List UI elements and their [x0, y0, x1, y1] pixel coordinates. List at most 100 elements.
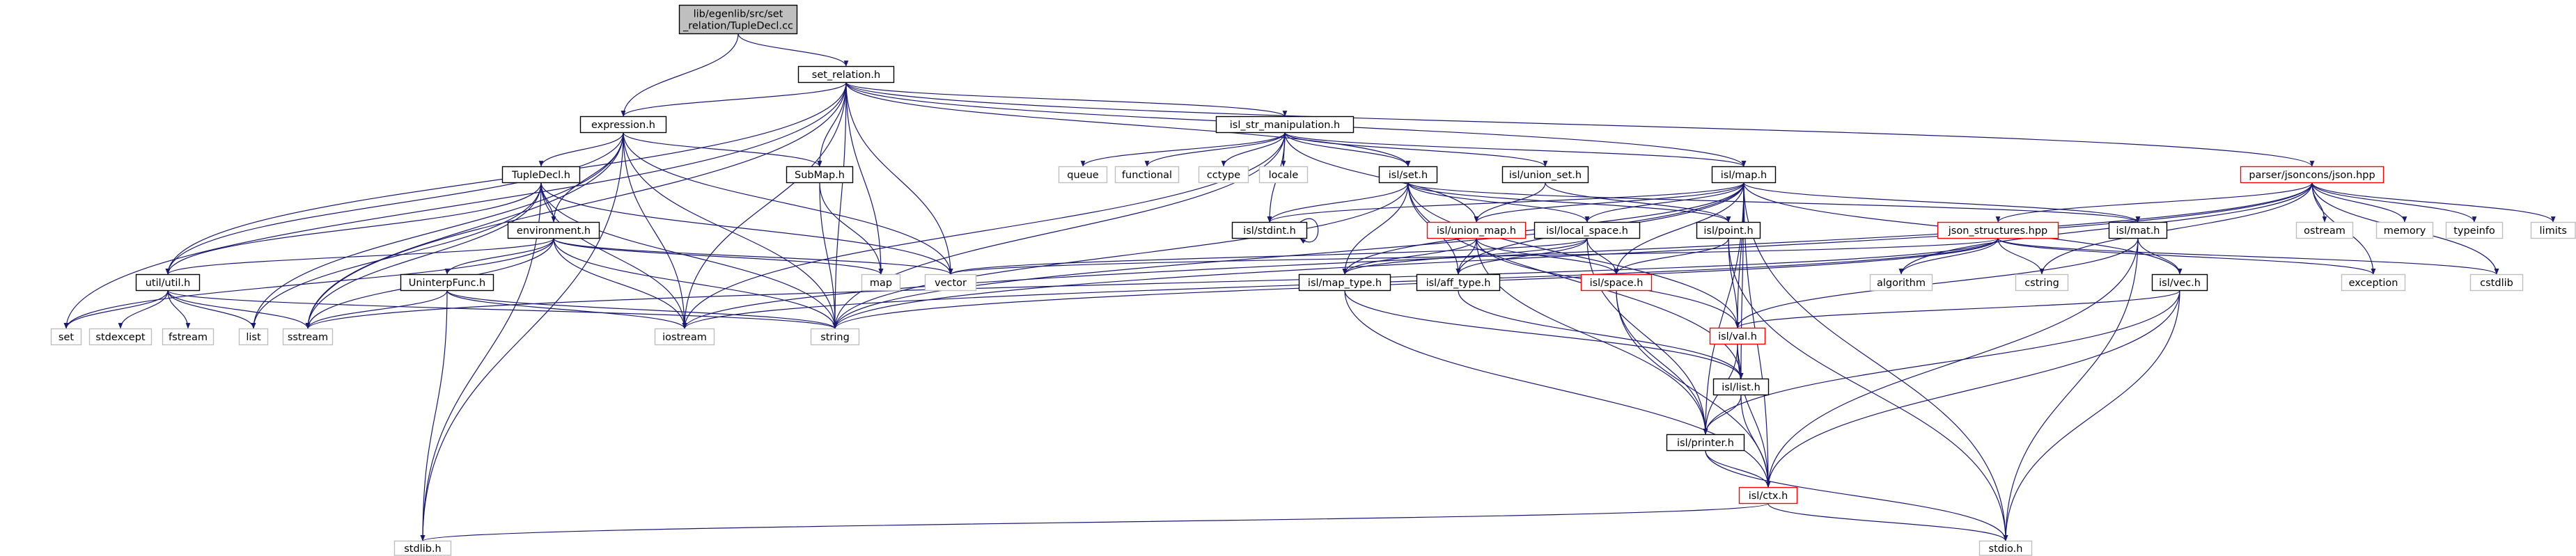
node-iostream[interactable]: iostream	[654, 328, 715, 346]
node-label: isl/printer.h	[1677, 438, 1734, 449]
edge-set-relation-h-to-isl-str-manipulation-h	[845, 81, 1288, 118]
edge-isl-list-h-to-isl-printer-h	[1703, 395, 1742, 435]
edge-isl-mat-h-to-isl-vec-h	[2137, 238, 2183, 275]
edge-isl-vec-h-to-isl-val-h	[1735, 289, 2180, 329]
node-label: isl/map_type.h	[1308, 278, 1382, 289]
edge-parser-json-hpp-to-algorithm	[1898, 182, 2313, 275]
node-stdexcept[interactable]: stdexcept	[88, 328, 153, 346]
node-box	[1666, 434, 1745, 452]
edge-isl-stdint-h-to-isl-stdint-h	[1299, 218, 1319, 244]
node-fstream[interactable]: fstream	[162, 328, 214, 346]
node-string[interactable]: string	[810, 328, 860, 346]
node-expression-h[interactable]: expression.h	[579, 116, 667, 134]
node-box	[88, 328, 153, 346]
node-cstdlib[interactable]: cstdlib	[2469, 273, 2524, 292]
node-box	[1114, 166, 1180, 184]
node-tupledecl-h[interactable]: TupleDecl.h	[501, 166, 581, 184]
edge-parser-json-hpp-to-limits	[2311, 182, 2556, 223]
edge-json-structures-hpp-to-sstream	[305, 238, 1999, 329]
node-json-structures-hpp[interactable]: json_structures.hpp	[1937, 221, 2059, 239]
node-isl-map-h[interactable]: isl/map.h	[1711, 166, 1777, 184]
node-isl-union-map-h[interactable]: isl/union_map.h	[1426, 221, 1527, 239]
node-box	[797, 65, 895, 84]
node-box	[1711, 166, 1777, 184]
edge-tupledecl-h-to-string	[540, 182, 838, 329]
node-box	[1709, 327, 1766, 345]
edge-json-structures-hpp-to-vector	[949, 237, 1999, 276]
node-limits[interactable]: limits	[2530, 221, 2576, 239]
node-queue[interactable]: queue	[1058, 166, 1108, 184]
node-ostream[interactable]: ostream	[2295, 221, 2354, 239]
node-isl-set-h[interactable]: isl/set.h	[1378, 166, 1438, 184]
node-label: json_structures.hpp	[1948, 225, 2047, 237]
node-isl-point-h[interactable]: isl/point.h	[1696, 221, 1761, 239]
node-isl-space-h[interactable]: isl/space.h	[1580, 273, 1653, 292]
node-sstream[interactable]: sstream	[282, 328, 334, 346]
edge-isl-map-h-to-isl-mat-h	[1743, 182, 2141, 223]
node-box	[1696, 221, 1761, 239]
edge-uninterpfunc-h-to-string	[446, 289, 838, 330]
edge-environment-h-to-string	[553, 238, 838, 329]
node-util-util-h[interactable]: util/util.h	[135, 273, 201, 292]
node-label: isl/point.h	[1703, 225, 1753, 237]
node-box	[50, 328, 82, 346]
node-cstring[interactable]: cstring	[2015, 273, 2069, 292]
edge-environment-h-to-util-util-h	[165, 237, 554, 276]
node-isl-str-manipulation-h[interactable]: isl_str_manipulation.h	[1215, 116, 1355, 134]
edge-isl-str-manipulation-h-to-queue	[1080, 132, 1286, 167]
node-label: sstream	[288, 332, 328, 343]
node-exception[interactable]: exception	[2341, 273, 2406, 292]
edge-expression-h-to-submap-h	[623, 132, 822, 167]
node-box	[924, 273, 977, 292]
node-isl-list-h[interactable]: isl/list.h	[1712, 378, 1770, 396]
edge-isl-map-h-to-isl-local-space-h	[1584, 182, 1744, 223]
node-parser-json-hpp[interactable]: parser/jsoncons/json.hpp	[2240, 166, 2384, 184]
edge-isl-set-h-to-isl-map-type-h	[1342, 182, 1409, 275]
node-root[interactable]: lib/egenlib/src/set_relation/TupleDecl.c…	[678, 4, 798, 35]
node-isl-map-type-h[interactable]: isl/map_type.h	[1298, 273, 1391, 292]
node-isl-vec-h[interactable]: isl/vec.h	[2151, 273, 2208, 292]
node-label: parser/jsoncons/json.hpp	[2249, 170, 2375, 181]
edge-parser-json-hpp-to-typeinfo	[2311, 182, 2477, 223]
node-label: isl/mat.h	[2116, 225, 2160, 237]
node-functional[interactable]: functional	[1114, 166, 1180, 184]
edge-isl-str-manipulation-h-to-isl-union-set-h	[1284, 132, 1548, 167]
node-isl-val-h[interactable]: isl/val.h	[1709, 327, 1766, 345]
node-label: isl/ctx.h	[1749, 491, 1788, 502]
node-label: isl/aff_type.h	[1426, 278, 1491, 289]
node-cctype[interactable]: cctype	[1198, 166, 1249, 184]
node-submap-h[interactable]: SubMap.h	[786, 166, 854, 184]
node-vector[interactable]: vector	[924, 273, 977, 292]
node-label: isl/set.h	[1389, 170, 1428, 181]
edge-isl-union-set-h-to-isl-point-h	[1545, 182, 1731, 223]
node-algorithm[interactable]: algorithm	[1869, 273, 1933, 292]
node-typeinfo[interactable]: typeinfo	[2445, 221, 2504, 239]
node-isl-ctx-h[interactable]: isl/ctx.h	[1738, 486, 1798, 505]
node-set-relation-h[interactable]: set_relation.h	[797, 65, 895, 84]
node-map[interactable]: map	[861, 273, 901, 292]
node-set[interactable]: set	[50, 328, 82, 346]
node-stdio-h[interactable]: stdio.h	[1978, 540, 2033, 556]
node-label: algorithm	[1877, 278, 1926, 289]
node-stdlib-h[interactable]: stdlib.h	[393, 540, 452, 556]
edge-isl-map-type-h-to-isl-list-h	[1344, 290, 1744, 379]
node-label: isl/local_space.h	[1546, 225, 1628, 237]
edge-isl-str-manipulation-h-to-iostream	[682, 132, 1286, 329]
node-uninterpfunc-h[interactable]: UninterpFunc.h	[400, 273, 494, 292]
node-isl-mat-h[interactable]: isl/mat.h	[2108, 221, 2168, 239]
node-isl-printer-h[interactable]: isl/printer.h	[1666, 434, 1745, 452]
edge-set-relation-h-to-set	[63, 82, 847, 329]
node-isl-stdint-h[interactable]: isl/stdint.h	[1231, 221, 1308, 239]
node-memory[interactable]: memory	[2375, 221, 2434, 239]
node-isl-aff-type-h[interactable]: isl/aff_type.h	[1416, 273, 1501, 292]
node-box	[1501, 166, 1589, 184]
node-list[interactable]: list	[238, 328, 269, 346]
node-label: map	[870, 278, 892, 289]
node-environment-h[interactable]: environment.h	[507, 221, 600, 239]
edge-json-structures-hpp-to-cstring	[1997, 238, 2045, 275]
node-isl-local-space-h[interactable]: isl/local_space.h	[1533, 221, 1641, 239]
edge-isl-vec-h-to-stdio-h	[2003, 290, 2180, 541]
node-isl-union-set-h[interactable]: isl/union_set.h	[1501, 166, 1589, 184]
node-locale[interactable]: locale	[1258, 166, 1309, 184]
